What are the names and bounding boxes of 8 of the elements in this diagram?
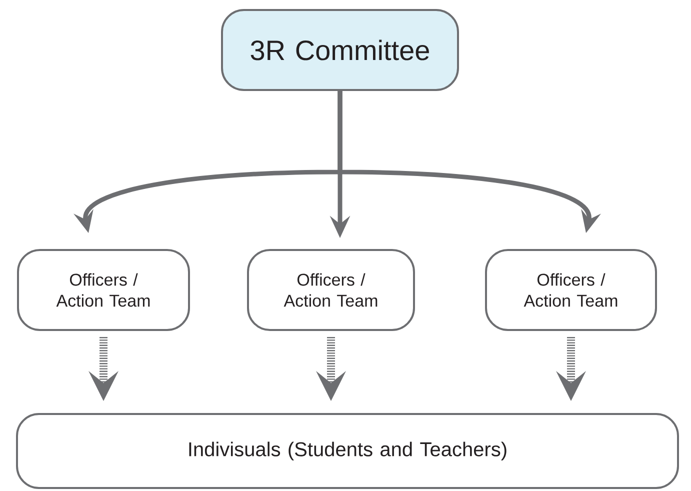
team-box: Officers / Action Team <box>485 249 657 331</box>
arrow <box>316 337 346 401</box>
committee-box: 3R Committee <box>221 9 459 91</box>
arrow <box>556 337 586 401</box>
team-box: Officers / Action Team <box>247 249 415 331</box>
team-box: Officers / Action Team <box>17 249 190 331</box>
group-box: Indivisuals (Students and Teachers) <box>16 413 679 489</box>
arrow <box>88 337 118 401</box>
